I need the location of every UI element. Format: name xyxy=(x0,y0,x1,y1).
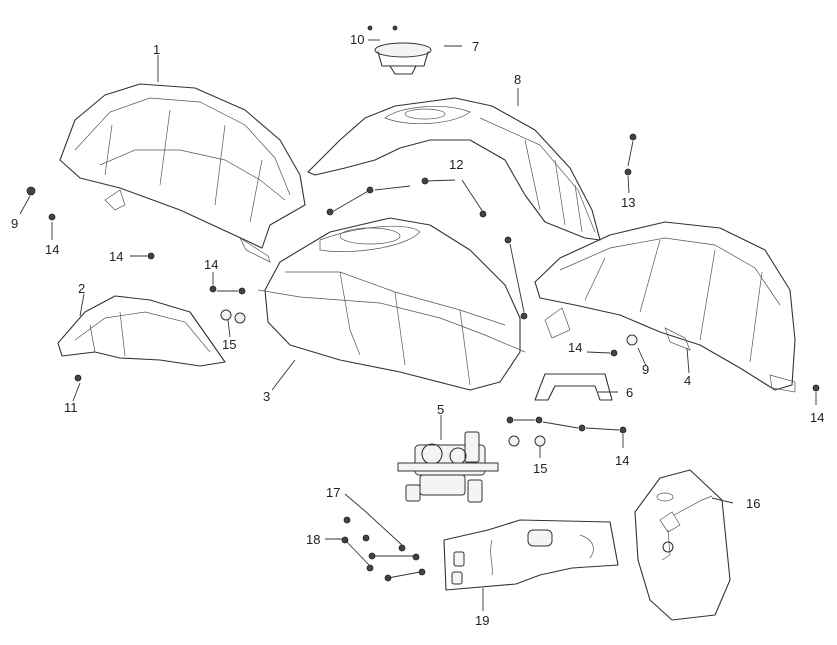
callout-part-15-a: 15 xyxy=(222,337,237,352)
callout-part-6: 6 xyxy=(626,385,634,400)
callout-part-5: 5 xyxy=(437,402,445,417)
callout-part-13: 13 xyxy=(621,195,636,210)
callout-part-4: 4 xyxy=(684,373,692,388)
part-4-right-tank-cover xyxy=(534,221,796,393)
callout-part-12: 12 xyxy=(449,157,464,172)
callout-part-10: 10 xyxy=(350,32,365,47)
callout-part-14-f: 14 xyxy=(615,453,630,468)
callout-part-8: 8 xyxy=(514,72,522,87)
callout-part-9-left: 9 xyxy=(11,216,19,231)
callout-part-15-b: 15 xyxy=(533,461,548,476)
callout-part-9-right: 9 xyxy=(642,362,650,377)
callout-part-2: 2 xyxy=(78,281,86,296)
part-1-left-tank-cover xyxy=(59,83,306,263)
part-5-valve-assembly xyxy=(397,431,499,503)
part-2-side-panel xyxy=(57,295,226,367)
part-6-bracket xyxy=(534,373,613,401)
callout-part-19: 19 xyxy=(475,613,490,628)
callout-part-1: 1 xyxy=(153,42,161,57)
part-16-fuel-sender xyxy=(634,469,731,621)
callout-part-14-e: 14 xyxy=(810,410,825,425)
callout-part-18: 18 xyxy=(306,532,321,547)
callout-part-14-d: 14 xyxy=(568,340,583,355)
callout-part-17: 17 xyxy=(326,485,341,500)
leader-lines xyxy=(19,39,817,611)
callout-part-3: 3 xyxy=(263,389,271,404)
callout-part-7: 7 xyxy=(472,39,480,54)
callout-part-14-c: 14 xyxy=(204,257,219,272)
callout-part-14-b: 14 xyxy=(109,249,124,264)
callout-part-11: 11 xyxy=(64,400,78,415)
part-7-fuel-cap xyxy=(374,42,432,75)
callout-part-16: 16 xyxy=(746,496,761,511)
part-8-top-frame-cover xyxy=(307,97,601,241)
callout-part-14-a: 14 xyxy=(45,242,60,257)
part-19-hose-kit xyxy=(443,519,619,591)
part-3-fuel-tank xyxy=(257,217,526,391)
